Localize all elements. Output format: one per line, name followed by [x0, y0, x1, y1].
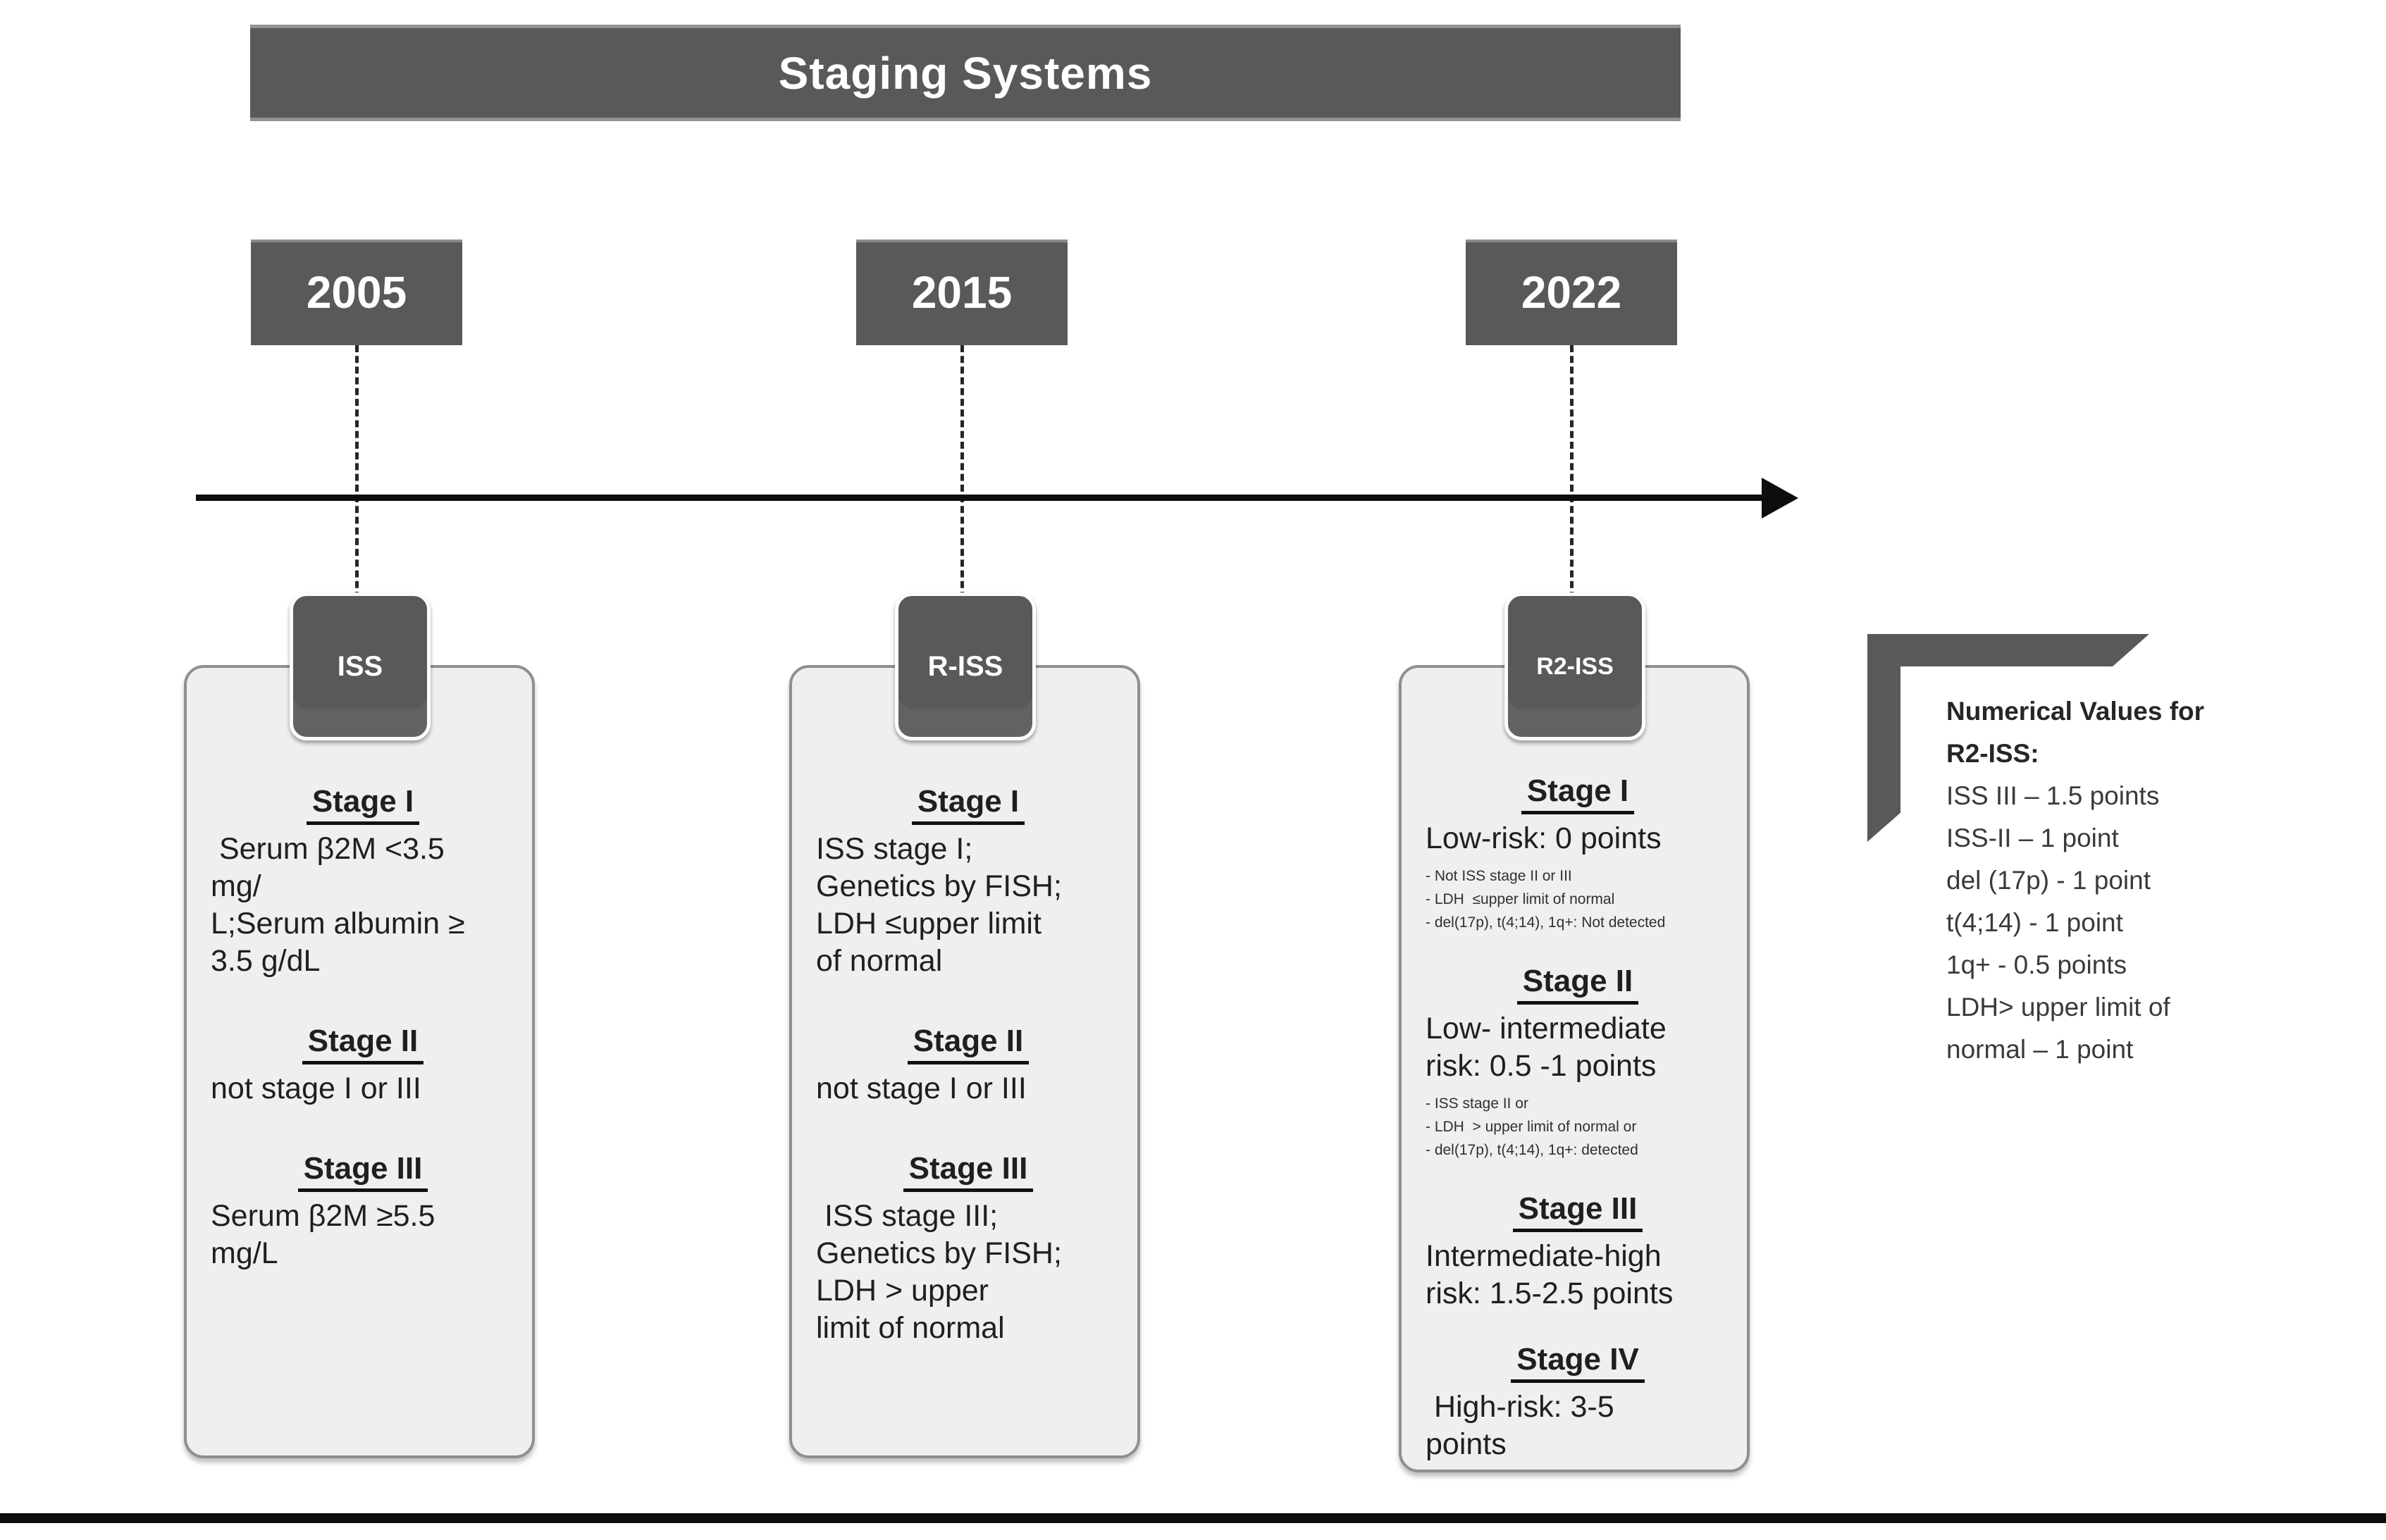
stage-line: L;Serum albumin ≥ — [211, 907, 465, 940]
stage-line: ISS stage III; — [816, 1199, 999, 1233]
year-box-2022: 2022 — [1466, 240, 1677, 345]
stage-heading: Stage I — [1521, 774, 1635, 814]
note-title-line: Numerical Values for — [1946, 697, 2205, 726]
r2-iss-stage-3: Stage III Intermediate-high risk: 1.5-2.… — [1426, 1191, 1730, 1312]
note-line: 1q+ - 0.5 points — [1946, 950, 2127, 979]
stage-line: 3.5 g/dL — [211, 944, 321, 978]
corner-bracket-icon — [1867, 634, 1900, 842]
stage-line: Low- intermediate — [1426, 1012, 1667, 1045]
r-iss-stage-3: Stage III ISS stage III; Genetics by FIS… — [816, 1151, 1120, 1347]
stage-bullet: - del(17p), t(4;14), 1q+: Not detected — [1426, 914, 1666, 931]
iss-stage-2: Stage II not stage I or III — [211, 1024, 515, 1107]
badge-iss: ISS — [290, 592, 431, 740]
stage-line: Intermediate-high — [1426, 1239, 1662, 1273]
note-line: LDH> upper limit of — [1946, 993, 2170, 1022]
stage-line: risk: 0.5 -1 points — [1426, 1049, 1657, 1083]
r2-iss-points-note: Numerical Values for R2-ISS: ISS III – 1… — [1946, 690, 2369, 1071]
note-line: del (17p) - 1 point — [1946, 866, 2151, 895]
stage-line: points — [1426, 1427, 1507, 1461]
year-label: 2015 — [911, 267, 1013, 318]
r-iss-stage-1: Stage I ISS stage I; Genetics by FISH; L… — [816, 784, 1120, 980]
badge-label: R-ISS — [927, 650, 1003, 682]
stage-line: limit of normal — [816, 1311, 1005, 1345]
stage-bullet: - ISS stage II or — [1426, 1095, 1528, 1112]
stage-bullet: - Not ISS stage II or III — [1426, 868, 1572, 884]
stage-line: Low-risk: 0 points — [1426, 821, 1662, 855]
stage-heading: Stage II — [907, 1024, 1030, 1064]
card-iss: Stage I Serum β2M <3.5 mg/ L;Serum album… — [184, 665, 535, 1458]
stage-line: Serum β2M <3.5 — [211, 832, 445, 866]
stage-line: of normal — [816, 944, 943, 978]
stage-heading: Stage IV — [1511, 1342, 1645, 1383]
year-label: 2022 — [1521, 267, 1622, 318]
stage-heading: Stage III — [1512, 1191, 1643, 1232]
stage-line: ISS stage I; — [816, 832, 973, 866]
badge-label: ISS — [337, 650, 383, 682]
stage-heading: Stage III — [903, 1151, 1034, 1192]
card-r-iss: Stage I ISS stage I; Genetics by FISH; L… — [789, 665, 1140, 1458]
stage-line: LDH ≤upper limit — [816, 907, 1041, 940]
note-title-line: R2-ISS: — [1946, 739, 2039, 768]
stage-bullet: - LDH > upper limit of normal or — [1426, 1119, 1637, 1135]
stage-line: mg/L — [211, 1236, 278, 1270]
badge-label: R2-ISS — [1536, 652, 1614, 680]
page-title: Staging Systems — [778, 47, 1153, 99]
year-box-2015: 2015 — [856, 240, 1068, 345]
stage-line: LDH > upper — [816, 1274, 989, 1308]
stage-line: Genetics by FISH; — [816, 869, 1062, 903]
r-iss-stage-2: Stage II not stage I or III — [816, 1024, 1120, 1107]
note-line: ISS III – 1.5 points — [1946, 781, 2160, 810]
stage-line: mg/ — [211, 869, 261, 903]
iss-stage-3: Stage III Serum β2M ≥5.5 mg/L — [211, 1151, 515, 1272]
stage-line: High-risk: 3-5 — [1426, 1390, 1614, 1424]
r2-iss-stage-1: Stage I Low-risk: 0 points - Not ISS sta… — [1426, 774, 1730, 934]
year-box-2005: 2005 — [251, 240, 462, 345]
year-label: 2005 — [306, 267, 407, 318]
r2-iss-stage-2: Stage II Low- intermediate risk: 0.5 -1 … — [1426, 964, 1730, 1162]
stage-heading: Stage III — [297, 1151, 428, 1192]
card-r2-iss: Stage I Low-risk: 0 points - Not ISS sta… — [1399, 665, 1750, 1472]
stage-heading: Stage I — [306, 784, 420, 825]
stage-heading: Stage II — [1516, 964, 1639, 1005]
corner-bracket-icon — [1867, 634, 2149, 666]
stage-line: Serum β2M ≥5.5 — [211, 1199, 435, 1233]
stage-bullet: - del(17p), t(4;14), 1q+: detected — [1426, 1142, 1638, 1158]
stage-line: not stage I or III — [816, 1072, 1027, 1105]
badge-r-iss: R-ISS — [895, 592, 1036, 740]
note-line: t(4;14) - 1 point — [1946, 908, 2123, 937]
dashed-connector-2005 — [355, 345, 359, 599]
dashed-connector-2022 — [1570, 345, 1574, 599]
dashed-connector-2015 — [960, 345, 964, 599]
stage-heading: Stage II — [302, 1024, 424, 1064]
badge-r2-iss: R2-ISS — [1504, 592, 1645, 740]
stage-line: Genetics by FISH; — [816, 1236, 1062, 1270]
timeline-arrowhead-icon — [1762, 478, 1798, 518]
r2-iss-stage-4: Stage IV High-risk: 3-5 points — [1426, 1342, 1730, 1463]
note-line: normal – 1 point — [1946, 1035, 2134, 1064]
note-line: ISS-II – 1 point — [1946, 824, 2119, 852]
bottom-divider — [0, 1513, 2386, 1523]
stage-line: risk: 1.5-2.5 points — [1426, 1277, 1674, 1310]
title-bar: Staging Systems — [250, 25, 1681, 121]
stage-bullet: - LDH ≤upper limit of normal — [1426, 891, 1615, 907]
stage-line: not stage I or III — [211, 1072, 421, 1105]
timeline-line — [196, 495, 1767, 501]
stage-heading: Stage I — [911, 784, 1025, 825]
iss-stage-1: Stage I Serum β2M <3.5 mg/ L;Serum album… — [211, 784, 515, 980]
